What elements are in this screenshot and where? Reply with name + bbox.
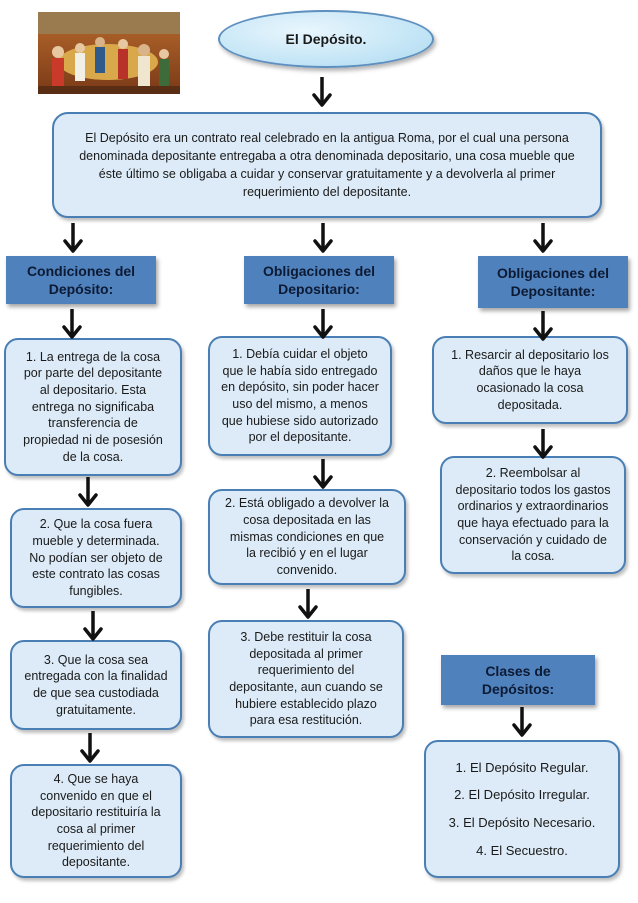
down-arrow-icon	[533, 311, 553, 341]
down-arrow-icon	[80, 733, 100, 763]
clase-4-text: 4. El Secuestro.	[476, 843, 568, 859]
down-arrow-icon	[78, 477, 98, 507]
condicion-2-box: 2. Que la cosa fuera mueble y determinad…	[10, 508, 182, 608]
condicion-1-box: 1. La entrega de la cosa por parte del d…	[4, 338, 182, 476]
clase-3-text: 3. El Depósito Necesario.	[448, 815, 596, 831]
down-arrow-icon	[313, 309, 333, 339]
header-clases: Clases de Depósitos:	[441, 655, 595, 705]
down-arrow-icon	[533, 223, 553, 253]
obligacion-depositante-2-text: 2. Reembolsar al depositario todos los g…	[455, 466, 611, 564]
condicion-3-text: 3. Que la cosa sea entregada con la fina…	[24, 652, 168, 717]
roman-scene-painting-icon	[38, 12, 180, 94]
obligacion-depositario-2-box: 2. Está obligado a devolver la cosa depo…	[208, 489, 406, 585]
down-arrow-icon	[312, 77, 332, 107]
condicion-2-text: 2. Que la cosa fuera mueble y determinad…	[29, 517, 163, 598]
down-arrow-icon	[63, 223, 83, 253]
diagram-title: El Depósito.	[218, 10, 434, 68]
description-text: El Depósito era un contrato real celebra…	[79, 130, 575, 200]
down-arrow-icon	[298, 589, 318, 619]
obligacion-depositante-2-box: 2. Reembolsar al depositario todos los g…	[440, 456, 626, 574]
condicion-1-text: 1. La entrega de la cosa por parte del d…	[23, 349, 163, 464]
obligacion-depositante-1-box: 1. Resarcir al depositario los daños que…	[432, 336, 628, 424]
condicion-4-text: 4. Que se haya convenido en que el depos…	[31, 772, 161, 870]
obligacion-depositario-1-box: 1. Debía cuidar el objeto que le había s…	[208, 336, 392, 456]
header-obligaciones-depositante: Obligaciones del Depositante:	[478, 256, 628, 308]
obligacion-depositario-1-text: 1. Debía cuidar el objeto que le había s…	[221, 347, 379, 445]
header-condiciones: Condiciones del Depósito:	[6, 256, 156, 304]
down-arrow-icon	[533, 429, 553, 459]
clase-2-text: 2. El Depósito Irregular.	[454, 787, 590, 803]
header-obligaciones-depositario: Obligaciones del Depositario:	[244, 256, 394, 304]
title-text: El Depósito.	[285, 31, 367, 47]
roman-scene-image	[38, 12, 180, 94]
obligacion-depositario-3-text: 3. Debe restituir la cosa depositada al …	[229, 630, 383, 728]
clases-box: 1. El Depósito Regular. 2. El Depósito I…	[424, 740, 620, 878]
down-arrow-icon	[62, 309, 82, 339]
obligacion-depositante-1-text: 1. Resarcir al depositario los daños que…	[451, 347, 609, 412]
down-arrow-icon	[313, 223, 333, 253]
condicion-3-box: 3. Que la cosa sea entregada con la fina…	[10, 640, 182, 730]
condicion-4-box: 4. Que se haya convenido en que el depos…	[10, 764, 182, 878]
down-arrow-icon	[512, 707, 532, 737]
down-arrow-icon	[313, 459, 333, 489]
description-box: El Depósito era un contrato real celebra…	[52, 112, 602, 218]
clase-1-text: 1. El Depósito Regular.	[455, 759, 589, 775]
obligacion-depositario-3-box: 3. Debe restituir la cosa depositada al …	[208, 620, 404, 738]
down-arrow-icon	[83, 611, 103, 641]
obligacion-depositario-2-text: 2. Está obligado a devolver la cosa depo…	[225, 496, 389, 577]
